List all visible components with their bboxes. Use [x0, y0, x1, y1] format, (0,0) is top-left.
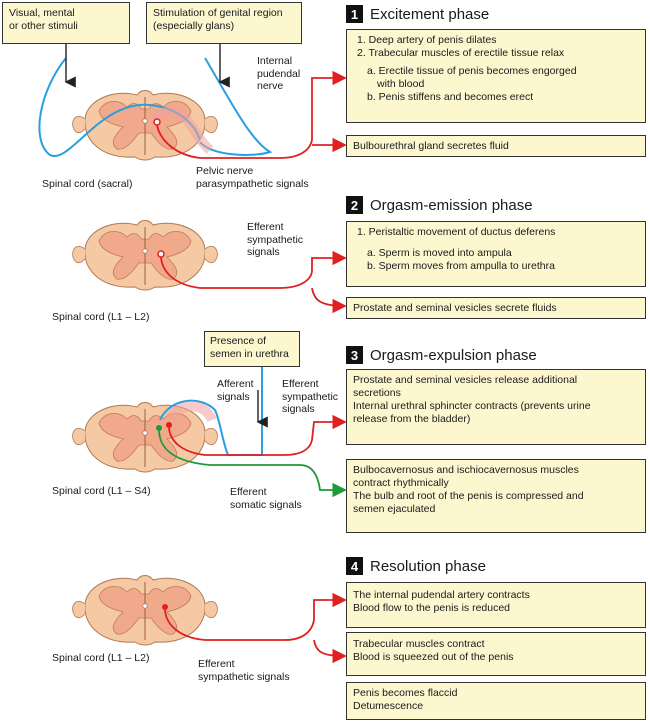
expulsion-secretions-box: Prostate and seminal vesicles release ad… [346, 369, 646, 445]
box-line: release from the bladder) [353, 413, 471, 425]
efferent-sympathetic-label-2: Efferent sympathetic signals [247, 221, 303, 259]
label-line: nerve [257, 80, 284, 92]
label-line: Efferent [282, 378, 319, 390]
box-line: Penis becomes flaccid [353, 687, 458, 699]
phase-title: Resolution phase [370, 557, 486, 575]
resolution-flaccid-box: Penis becomes flaccid Detumescence [346, 682, 646, 720]
label-line: signals [282, 403, 315, 415]
box-line: The bulb and root of the penis is compre… [353, 490, 584, 502]
spinal-cord-l1s4-label: Spinal cord (L1 – S4) [52, 485, 151, 497]
spinal-cord-l1l2-label-a: Spinal cord (L1 – L2) [52, 311, 150, 323]
box-line: a. Sperm is moved into ampula [367, 247, 512, 259]
genital-stimulation-line-2: (especially glans) [153, 20, 235, 32]
box-line: Blood flow to the penis is reduced [353, 602, 511, 614]
phase-title: Excitement phase [370, 5, 490, 23]
genital-stimulation-line-1: Stimulation of genital region [153, 7, 283, 19]
label-line: signals [247, 246, 280, 258]
phase-number-badge: 3 [346, 346, 363, 364]
label-line: parasympathetic signals [196, 177, 309, 190]
box-line: 1. Peristaltic movement of ductus defere… [357, 226, 556, 238]
phase-number-badge: 4 [346, 557, 363, 575]
resolution-artery-box: The internal pudendal artery contracts B… [346, 582, 646, 628]
phase-3-heading: 3 Orgasm-expulsion phase [346, 346, 537, 364]
box-line: secretions [353, 387, 401, 399]
genital-stimulation-box: Stimulation of genital region (especiall… [146, 2, 302, 44]
phase-number-badge: 2 [346, 196, 363, 214]
prostate-secrete-box: Prostate and seminal vesicles secrete fl… [346, 297, 646, 319]
spinal-cord-l1l2-label-b: Spinal cord (L1 – L2) [52, 652, 150, 664]
phase-title: Orgasm-expulsion phase [370, 346, 537, 364]
excitement-effects-box: 1. Deep artery of penis dilates 2. Trabe… [346, 29, 646, 123]
box-line: contract rhythmically [353, 477, 449, 489]
spinal-cord-l1l2-graphic-a [72, 220, 347, 314]
emission-effects-box: 1. Peristaltic movement of ductus defere… [346, 221, 646, 287]
box-line: Bulbocavernosus and ischiocavernosus mus… [353, 464, 579, 476]
phase-number-badge: 1 [346, 5, 363, 23]
box-line: semen ejaculated [353, 503, 436, 515]
expulsion-muscles-box: Bulbocavernosus and ischiocavernosus mus… [346, 459, 646, 533]
box-line: Blood is squeezed out of the penis [353, 651, 514, 663]
phase-2-heading: 2 Orgasm-emission phase [346, 196, 533, 214]
efferent-somatic-label: Efferent somatic signals [230, 486, 302, 511]
box-line: b. Sperm moves from ampulla to urethra [367, 260, 555, 272]
label-line: Efferent [247, 221, 284, 233]
spinal-cord-sacral-label: Spinal cord (sacral) [42, 178, 133, 190]
box-line: with blood [377, 78, 425, 90]
box-line: 1. Deep artery of penis dilates [357, 34, 497, 46]
semen-presence-box: Presence of semen in urethra [204, 331, 300, 367]
label-line: pudendal [257, 67, 301, 80]
label-line: somatic signals [230, 498, 302, 511]
box-line: The internal pudendal artery contracts [353, 589, 530, 601]
bulbourethral-box: Bulbourethral gland secretes fluid [346, 135, 646, 157]
box-line: a. Erectile tissue of penis becomes engo… [367, 65, 577, 77]
phase-1-heading: 1 Excitement phase [346, 5, 489, 23]
box-line: Detumescence [353, 700, 424, 712]
spinal-cord-sacral-graphic [38, 43, 347, 161]
box-line: b. Penis stiffens and becomes erect [367, 91, 534, 103]
semen-presence-line-1: Presence of [210, 335, 267, 347]
visual-stimuli-line-1: Visual, mental [9, 7, 75, 19]
label-line: sympathetic signals [198, 670, 290, 683]
afferent-signals-label: Afferent signals [217, 378, 254, 403]
visual-stimuli-line-2: or other stimuli [9, 20, 78, 32]
label-line: Efferent [230, 486, 267, 498]
box-line: Prostate and seminal vesicles release ad… [353, 374, 578, 386]
internal-pudendal-nerve-label: Internal pudendal nerve [257, 55, 300, 93]
resolution-trabecular-box: Trabecular muscles contract Blood is squ… [346, 632, 646, 676]
label-line: sympathetic [282, 390, 339, 403]
efferent-sympathetic-label-3: Efferent sympathetic signals [282, 378, 338, 416]
pelvic-nerve-label: Pelvic nerve parasympathetic signals [196, 165, 309, 190]
phase-4-heading: 4 Resolution phase [346, 557, 486, 575]
label-line: sympathetic [247, 233, 304, 246]
semen-presence-line-2: semen in urethra [210, 348, 289, 360]
efferent-sympathetic-label-4: Efferent sympathetic signals [198, 658, 290, 683]
box-line: Trabecular muscles contract [353, 638, 485, 650]
phase-title: Orgasm-emission phase [370, 196, 533, 214]
label-line: Internal [257, 55, 293, 67]
visual-stimuli-box: Visual, mental or other stimuli [2, 2, 130, 44]
spinal-cord-l1l2-graphic-b [72, 575, 347, 664]
label-line: Pelvic nerve [196, 165, 254, 177]
label-line: signals [217, 390, 250, 403]
box-line: 2. Trabecular muscles of erectile tissue… [357, 47, 565, 59]
label-line: Afferent [217, 378, 254, 390]
spinal-cord-l1s4-graphic [72, 365, 347, 498]
label-line: Efferent [198, 658, 235, 670]
box-line: Internal urethral sphincter contracts (p… [353, 400, 591, 412]
